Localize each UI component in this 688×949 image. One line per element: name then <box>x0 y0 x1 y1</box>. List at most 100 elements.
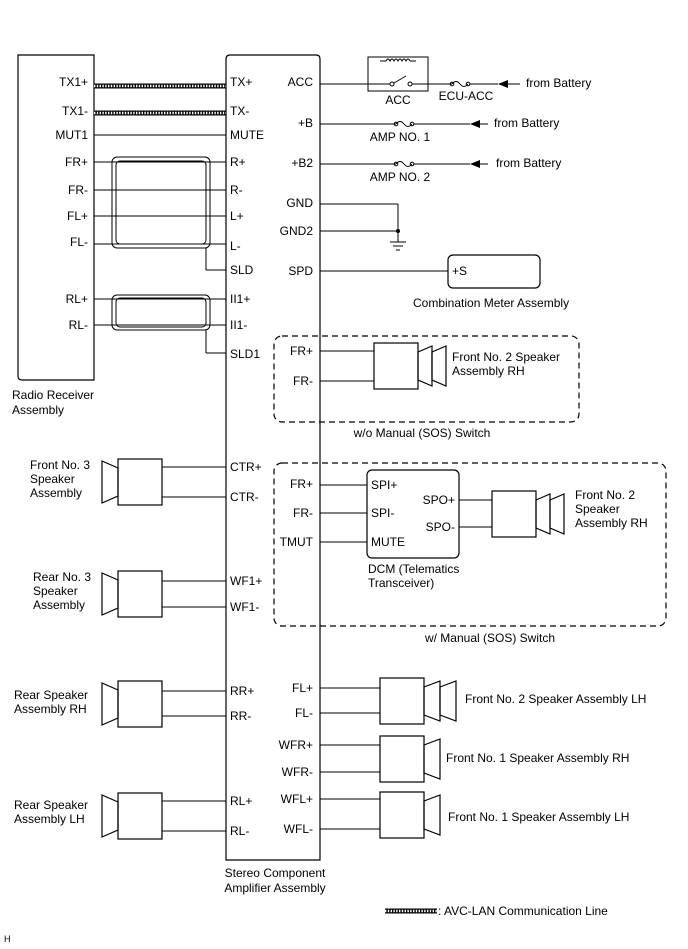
amp-pin-l-minus: L- <box>230 239 241 253</box>
amp-pin-acc: ACC <box>288 75 314 89</box>
amp-pin-ii1-minus: II1- <box>230 318 247 332</box>
amp-pin-rl-minus: RL- <box>230 824 249 838</box>
amp-pin-wfr-plus: WFR+ <box>279 738 313 752</box>
front2-rh-speaker-label-line2: Assembly RH <box>452 364 525 378</box>
amp-pin-r-minus: R- <box>230 183 243 197</box>
front3-speaker-label-line3: Assembly <box>30 486 82 500</box>
acc-relay-label: ACC <box>385 93 411 107</box>
amp-pin-fl-minus: FL- <box>295 706 313 720</box>
speaker-icon <box>379 791 441 839</box>
amp-pin-sld1: SLD1 <box>230 347 260 361</box>
front3-speaker: Front No. 3 Speaker Assembly <box>30 458 226 506</box>
front3-speaker-label-line1: Front No. 3 <box>30 458 90 472</box>
radio-receiver-assembly: Radio Receiver Assembly TX1+ TX1- MUT1 F… <box>12 54 95 417</box>
legend-label: : AVC-LAN Communication Line <box>438 904 608 918</box>
stereo-amplifier-assembly: Stereo Component Amplifier Assembly TX+ … <box>224 54 326 895</box>
without-sos-label: w/o Manual (SOS) Switch <box>353 426 491 440</box>
amp2-fuse-icon <box>395 161 413 167</box>
amp-pin-rr-minus: RR- <box>230 709 251 723</box>
front2-rh-speaker-b-line2: Speaker <box>575 502 620 516</box>
front1-lh-speaker-label: Front No. 1 Speaker Assembly LH <box>448 810 629 824</box>
front2-lh-speaker-label: Front No. 2 Speaker Assembly LH <box>465 692 646 706</box>
combination-meter-assembly: +S Combination Meter Assembly <box>320 254 569 310</box>
rear-rh-speaker: Rear Speaker Assembly RH <box>14 680 226 728</box>
front3-speaker-label-line2: Speaker <box>30 472 75 486</box>
dcm-pin-mute: MUTE <box>371 535 405 549</box>
rear-rh-speaker-label-line2: Assembly RH <box>14 702 87 716</box>
dcm-transceiver <box>366 469 460 559</box>
speaker-icon <box>101 792 163 840</box>
amp1-fuse-label: AMP NO. 1 <box>370 130 431 144</box>
amp-pin-wf1-minus: WF1- <box>230 600 259 614</box>
meter-label: Combination Meter Assembly <box>413 296 569 310</box>
amp-pin-fr-plus-a: FR+ <box>290 344 313 358</box>
ecu-acc-fuse-icon <box>451 81 469 87</box>
radio-pin-rl-minus: RL- <box>69 318 88 332</box>
radio-pin-fr-minus: FR- <box>68 183 88 197</box>
amp-pin-fr-minus-a: FR- <box>293 374 313 388</box>
legend: : AVC-LAN Communication Line <box>385 904 608 918</box>
corner-mark: H <box>4 934 11 944</box>
radio-pin-fl-minus: FL- <box>70 235 88 249</box>
b2-from-battery: from Battery <box>496 156 561 170</box>
front1-rh-speaker-label: Front No. 1 Speaker Assembly RH <box>446 751 629 765</box>
speaker-icon <box>379 735 441 783</box>
arrow-left-icon <box>470 120 480 128</box>
amp-pin-rr-plus: RR+ <box>230 684 254 698</box>
amp-pin-r-plus: R+ <box>230 155 246 169</box>
power-supply-section: ACC ECU-ACC from Battery AMP NO. 1 from … <box>320 56 591 251</box>
amp-pin-plus-b: +B <box>298 116 313 130</box>
speaker-icon <box>101 570 163 618</box>
radio-receiver-title-line1: Radio Receiver <box>12 388 94 402</box>
rear-lh-speaker: Rear Speaker Assembly LH <box>14 792 226 840</box>
dcm-pin-spo-plus: SPO+ <box>423 493 455 507</box>
speaker-icon <box>491 490 565 538</box>
b-from-battery: from Battery <box>494 116 559 130</box>
amp-pin-tx-minus: TX- <box>230 104 249 118</box>
amp2-fuse-label: AMP NO. 2 <box>370 170 431 184</box>
amp-pin-fl-plus: FL+ <box>292 681 313 695</box>
with-sos-label: w/ Manual (SOS) Switch <box>424 631 555 645</box>
amp-pin-fr-plus-b: FR+ <box>290 477 313 491</box>
amp-pin-rl-plus: RL+ <box>230 794 252 808</box>
amp-pin-tmut: TMUT <box>280 535 314 549</box>
amp-pin-plus-b2: +B2 <box>291 156 313 170</box>
dcm-label-line1: DCM (Telematics <box>368 562 459 576</box>
radio-pin-fr-plus: FR+ <box>65 155 88 169</box>
amp-pin-tx-plus: TX+ <box>230 75 252 89</box>
with-sos-switch-group: SPI+ SPI- MUTE SPO+ SPO- DCM (Telematics… <box>273 462 667 645</box>
amp-pin-ctr-plus: CTR+ <box>230 460 262 474</box>
radio-pin-fl-plus: FL+ <box>67 209 88 223</box>
acc-relay-icon <box>367 56 429 92</box>
ground-icon <box>390 241 406 251</box>
speaker-icon <box>373 342 447 390</box>
radio-pin-mut1: MUT1 <box>55 128 88 142</box>
acc-from-battery: from Battery <box>526 76 591 90</box>
radio-receiver-title-line2: Assembly <box>12 403 64 417</box>
amp-pin-spd: SPD <box>288 264 313 278</box>
dcm-pin-spi-plus: SPI+ <box>371 478 397 492</box>
amp-pin-sld: SLD <box>230 263 254 277</box>
amp1-fuse-icon <box>395 121 413 127</box>
amp-pin-wfl-minus: WFL- <box>284 822 313 836</box>
rear-lh-speaker-label-line2: Assembly LH <box>14 812 85 826</box>
dcm-pin-spo-minus: SPO- <box>426 520 455 534</box>
front2-lh-speaker: Front No. 2 Speaker Assembly LH <box>320 677 646 725</box>
rear-rh-speaker-label-line1: Rear Speaker <box>14 688 88 702</box>
front1-rh-speaker: Front No. 1 Speaker Assembly RH <box>320 735 629 783</box>
amp-pin-l-plus: L+ <box>230 209 244 223</box>
radio-amp-wires <box>94 83 226 354</box>
front2-rh-speaker-label-line1: Front No. 2 Speaker <box>452 350 560 364</box>
rear3-speaker: Rear No. 3 Speaker Assembly <box>33 570 226 618</box>
front2-rh-speaker-b-line1: Front No. 2 <box>575 488 635 502</box>
amplifier-title-line2: Amplifier Assembly <box>224 881 325 895</box>
rear3-speaker-label-line2: Speaker <box>33 584 78 598</box>
ecu-acc-fuse-label: ECU-ACC <box>439 89 494 103</box>
radio-pin-rl-plus: RL+ <box>66 292 88 306</box>
radio-pin-tx1-minus: TX1- <box>62 104 88 118</box>
rear-lh-speaker-label-line1: Rear Speaker <box>14 798 88 812</box>
amp-pin-wf1-plus: WF1+ <box>230 574 262 588</box>
front1-lh-speaker: Front No. 1 Speaker Assembly LH <box>320 791 629 839</box>
amp-pin-wfr-minus: WFR- <box>282 765 313 779</box>
